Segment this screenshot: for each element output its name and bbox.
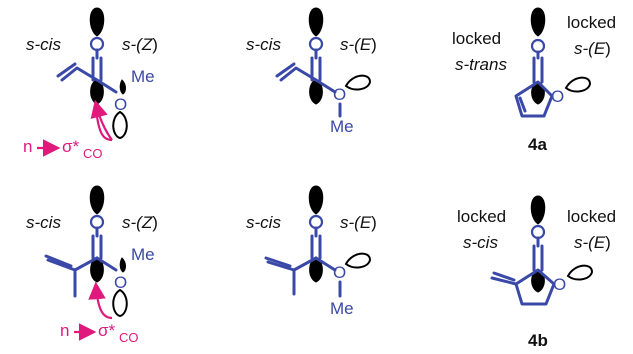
label-s-cis-locked: s-cis: [463, 233, 498, 252]
oxygen-lone-pair-lobe: [112, 110, 128, 140]
label-locked-3: locked: [457, 207, 506, 226]
top-pi-lobe: [89, 7, 105, 37]
svg-text:σ*: σ*: [62, 137, 79, 156]
label-s-trans: s-trans: [455, 55, 507, 74]
svg-text:O: O: [114, 273, 127, 292]
label-s-E-3: s-(E): [340, 213, 377, 232]
structure-top-middle: O Me s-cis s-(E): [246, 7, 377, 136]
carbonyl-oxygen-ring: [89, 36, 105, 52]
structure-bottom-left: O Me s-cis s-(Z) n σ* CO: [26, 185, 158, 345]
label-s-E: s-(E): [340, 35, 377, 54]
label-s-E-locked-2: s-(E): [574, 233, 611, 252]
svg-text:O: O: [553, 275, 566, 294]
lactone-ring: [514, 268, 556, 306]
label-s-E-locked: s-(E): [574, 39, 611, 58]
svg-text:Me: Me: [131, 245, 155, 264]
label-s-cis-3: s-cis: [26, 213, 61, 232]
ether-oxygen: O: [114, 95, 127, 114]
label-n-sigma: n: [23, 137, 32, 156]
structure-bottom-right: O locked s-cis locked s-(E) 4b: [457, 195, 616, 350]
label-s-cis-2: s-cis: [246, 35, 281, 54]
label-s-cis: s-cis: [26, 35, 61, 54]
label-locked-4: locked: [567, 207, 616, 226]
label-s-cis-4: s-cis: [246, 213, 281, 232]
furanone-ring: [514, 80, 554, 118]
ether-oxygen-2: O: [333, 85, 346, 104]
compound-4b: 4b: [528, 331, 548, 350]
svg-text:O: O: [551, 87, 564, 106]
label-s-Z-2: s-(Z): [122, 213, 158, 232]
n-to-sigma-arrow-2: [94, 105, 113, 142]
svg-text:O: O: [333, 263, 346, 282]
structure-top-right: O locked s-trans locked s-(E) 4a: [452, 7, 616, 154]
svg-text:CO: CO: [83, 146, 103, 161]
label-locked-2: locked: [567, 13, 616, 32]
oxygen-p-lobe-top: [119, 79, 126, 95]
svg-text:Me: Me: [330, 299, 354, 318]
vinyl-group: [60, 66, 99, 82]
label-n-sigma-2: n: [60, 321, 69, 340]
label-s-Z: s-(Z): [122, 35, 158, 54]
label-locked-1: locked: [452, 29, 501, 48]
svg-text:σ*: σ*: [98, 321, 115, 340]
svg-text:CO: CO: [119, 330, 139, 345]
structure-top-left: O Me s-cis s-(Z) n σ* CO: [23, 7, 158, 161]
compound-4a: 4a: [528, 135, 547, 154]
svg-text:Me: Me: [330, 117, 354, 136]
structure-bottom-middle: O Me s-cis s-(E): [246, 185, 377, 318]
methyl-label: Me: [131, 67, 155, 86]
